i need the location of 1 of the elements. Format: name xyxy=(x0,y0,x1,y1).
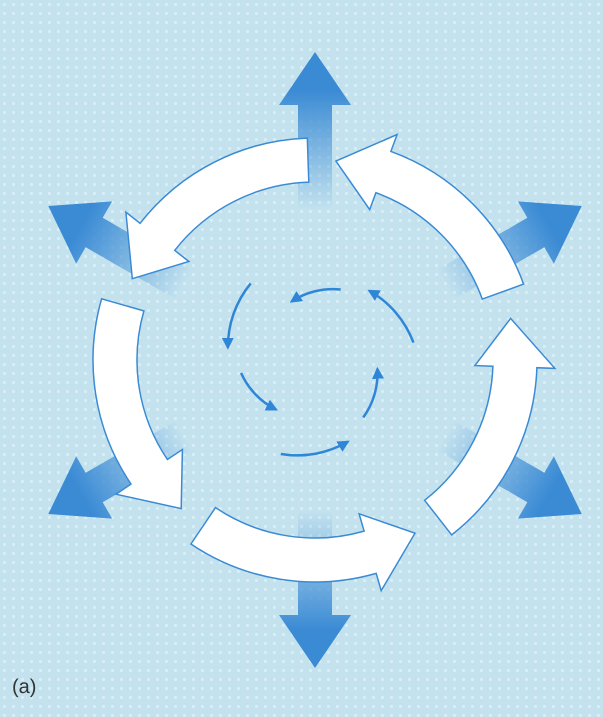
panel-label: (a) xyxy=(12,676,36,699)
